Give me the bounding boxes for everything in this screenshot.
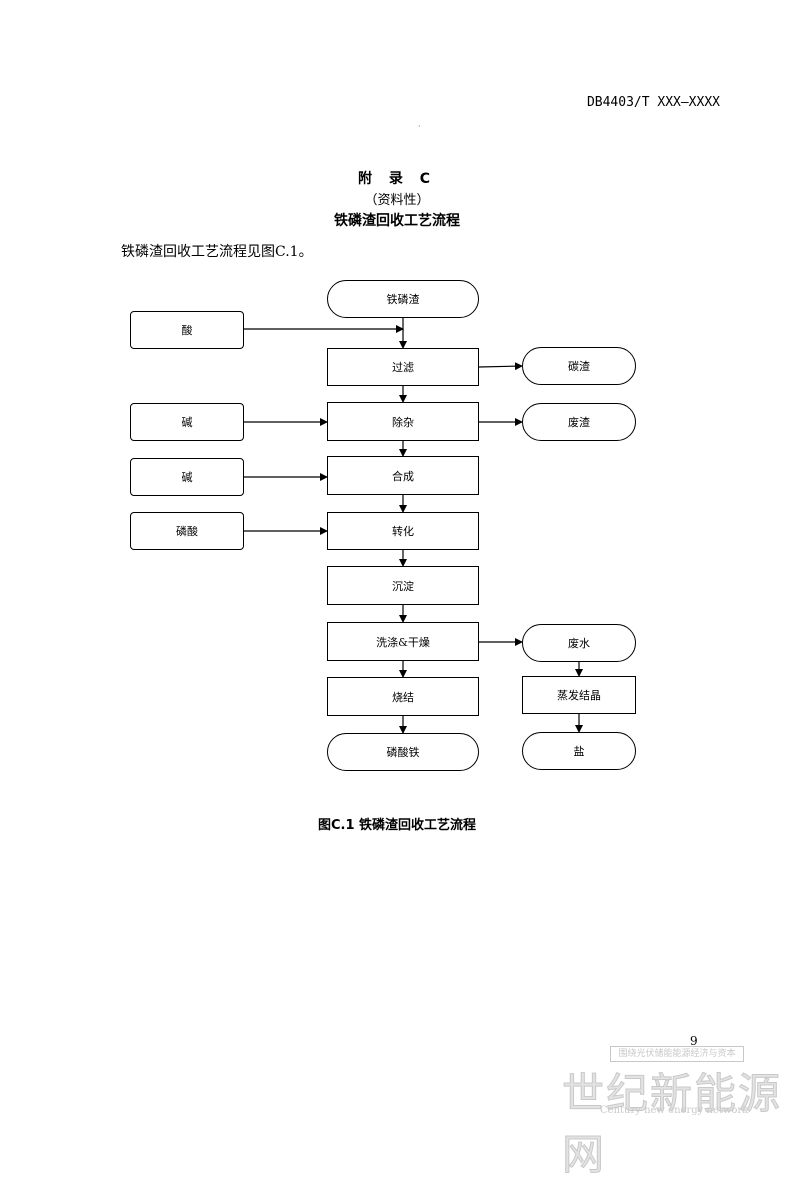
- decorative-dot: ·: [418, 122, 421, 131]
- input-acid: 酸: [130, 311, 244, 349]
- node-washing-drying: 洗涤&干燥: [327, 622, 479, 661]
- node-precipitation: 沉淀: [327, 566, 479, 605]
- input-alkali-2: 碱: [130, 458, 244, 496]
- node-evaporation-crystallization: 蒸发结晶: [522, 676, 636, 714]
- node-iron-phosphorus-slag: 铁磷渣: [327, 280, 479, 318]
- output-salt: 盐: [522, 732, 636, 770]
- appendix-title: 附 录 C: [357, 171, 437, 187]
- node-synthesis: 合成: [327, 456, 479, 495]
- arrow-carbon-residue-out: [478, 362, 523, 371]
- document-code: DB4403/T XXX—XXXX: [586, 95, 720, 110]
- intro-paragraph: 铁磷渣回收工艺流程见图C.1。: [121, 244, 313, 260]
- watermark-slogan: 围绕光伏储能能源经济与资本: [610, 1046, 744, 1062]
- node-sintering: 烧结: [327, 677, 479, 716]
- flowchart-connectors: [244, 318, 583, 734]
- node-conversion: 转化: [327, 512, 479, 550]
- output-carbon-residue: 碳渣: [522, 347, 636, 385]
- figure-caption: 图C.1 铁磷渣回收工艺流程: [317, 818, 477, 833]
- node-filtration: 过滤: [327, 348, 479, 386]
- appendix-name: 铁磷渣回收工艺流程: [334, 213, 460, 229]
- output-waste-residue: 废渣: [522, 403, 636, 441]
- page-number: 9: [690, 1034, 698, 1048]
- watermark-english: Century new energy network: [600, 1105, 749, 1116]
- watermark-logo: 世纪新能源网: [562, 1069, 783, 1180]
- input-alkali-1: 碱: [130, 403, 244, 441]
- input-phosphoric-acid: 磷酸: [130, 512, 244, 550]
- node-iron-phosphate: 磷酸铁: [327, 733, 479, 771]
- node-impurity-removal: 除杂: [327, 402, 479, 441]
- output-wastewater: 废水: [522, 624, 636, 662]
- appendix-type: （资料性）: [364, 193, 430, 208]
